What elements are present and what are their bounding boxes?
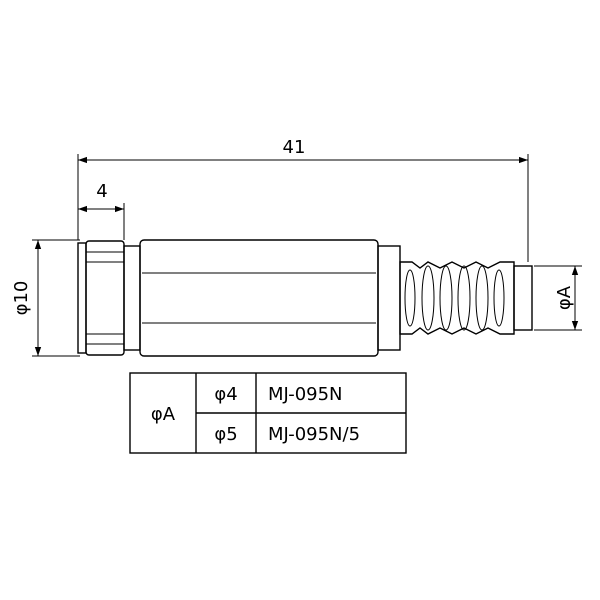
main-body [139, 239, 379, 357]
table-row-1-model: MJ-095N [268, 384, 343, 405]
model-table: φA φ4 MJ-095N φ5 MJ-095N/5 [129, 372, 407, 454]
strain-relief [399, 261, 515, 335]
neck [123, 245, 141, 351]
dimension-front-length: 4 [78, 181, 125, 240]
table-row-2-diameter: φ5 [214, 424, 237, 445]
dimension-body-diameter: φ10 [11, 239, 80, 357]
overall-length-label: 41 [283, 137, 306, 158]
dimension-overall-length: 41 [77, 137, 529, 262]
dimension-cable-diameter: φA [534, 265, 582, 331]
table-row-1-diameter: φ4 [214, 384, 237, 405]
cable-diameter-label: φA [554, 285, 575, 310]
front-nut [85, 240, 125, 356]
connector-outline [77, 239, 533, 357]
table-header-cell: φA [151, 404, 176, 425]
cable-tail [513, 265, 533, 331]
body-diameter-label: φ10 [11, 281, 32, 316]
front-length-label: 4 [96, 181, 107, 202]
table-row-2-model: MJ-095N/5 [268, 424, 360, 445]
front-face [77, 242, 87, 354]
rear-step [377, 245, 401, 351]
